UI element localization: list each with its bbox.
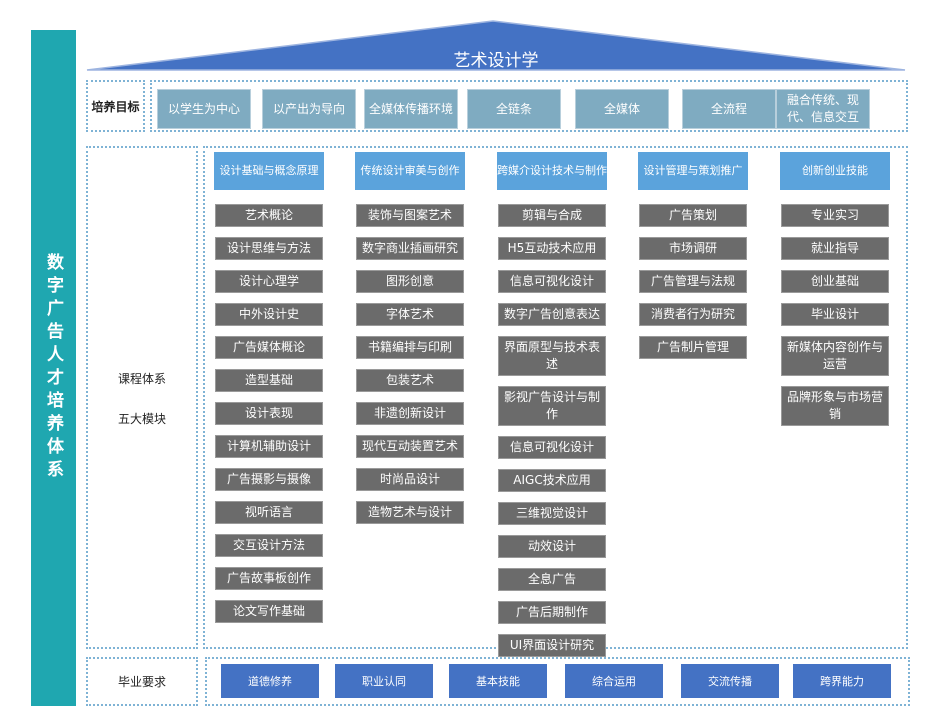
requirement-item: 基本技能	[449, 664, 547, 698]
course-item: 非遗创新设计	[356, 402, 464, 425]
course-item: 广告管理与法规	[639, 270, 747, 293]
sidebar-title-bar: 数字广告人才培养体系	[31, 30, 76, 706]
course-item: 时尚品设计	[356, 468, 464, 491]
course-item: 创业基础	[781, 270, 889, 293]
course-item: 艺术概论	[215, 204, 323, 227]
graduation-panel: 道德修养职业认同基本技能综合运用交流传播跨界能力	[205, 657, 910, 706]
course-item: 造型基础	[215, 369, 323, 392]
course-item: 字体艺术	[356, 303, 464, 326]
goal-item: 融合传统、现代、信息交互	[776, 89, 870, 129]
course-item: 视听语言	[215, 501, 323, 524]
goal-item: 全链条	[467, 89, 561, 129]
course-item: 三维视觉设计	[498, 502, 606, 525]
requirement-item: 职业认同	[335, 664, 433, 698]
course-item: 图形创意	[356, 270, 464, 293]
course-item: 现代互动装置艺术	[356, 435, 464, 458]
course-item: AIGC技术应用	[498, 469, 606, 492]
modules-panel: 设计基础与概念原理艺术概论设计思维与方法设计心理学中外设计史广告媒体概论造型基础…	[203, 146, 908, 657]
course-item: 剪辑与合成	[498, 204, 606, 227]
goal-item: 以学生为中心	[157, 89, 251, 129]
roof-banner	[86, 20, 906, 71]
course-item: 设计心理学	[215, 270, 323, 293]
course-item: 设计表现	[215, 402, 323, 425]
course-item: 数字商业插画研究	[356, 237, 464, 260]
course-item: 全息广告	[498, 568, 606, 591]
module-header: 传统设计审美与创作	[355, 152, 465, 190]
goal-item: 全媒体	[575, 89, 669, 129]
course-item: 数字广告创意表达	[498, 303, 606, 326]
requirement-item: 跨界能力	[793, 664, 891, 698]
course-item: 动效设计	[498, 535, 606, 558]
course-item: 就业指导	[781, 237, 889, 260]
course-item: 专业实习	[781, 204, 889, 227]
goals-panel: 以学生为中心以产出为导向全媒体传播环境全链条全媒体全流程融合传统、现代、信息交互	[150, 80, 908, 132]
course-item: 品牌形象与市场营销	[781, 386, 889, 426]
modules-label: 五大模块	[117, 412, 166, 426]
module-column: 设计基础与概念原理艺术概论设计思维与方法设计心理学中外设计史广告媒体概论造型基础…	[214, 152, 324, 633]
course-item: H5互动技术应用	[498, 237, 606, 260]
requirement-item: 综合运用	[565, 664, 663, 698]
module-column: 跨媒介设计技术与制作剪辑与合成 H5互动技术应用信息可视化设计数字广告创意表达界面…	[497, 152, 607, 667]
module-column: 创新创业技能专业实习就业指导创业基础毕业设计新媒体内容创作与运营品牌形象与市场营…	[780, 152, 890, 436]
course-item: 装饰与图案艺术	[356, 204, 464, 227]
goal-item: 全媒体传播环境	[364, 89, 458, 129]
main-title: 艺术设计学	[453, 51, 539, 71]
course-item: 论文写作基础	[215, 600, 323, 623]
requirement-item: 道德修养	[221, 664, 319, 698]
curriculum-label-panel: 课程体系 五大模块	[86, 146, 198, 649]
goal-item: 以产出为导向	[262, 89, 356, 129]
course-item: 交互设计方法	[215, 534, 323, 557]
course-item: 广告后期制作	[498, 601, 606, 624]
sidebar-title: 数字广告人才培养体系	[43, 253, 63, 483]
course-item: 广告制片管理	[639, 336, 747, 359]
curriculum-label: 课程体系	[117, 372, 166, 386]
graduation-label: 毕业要求	[86, 657, 198, 706]
course-item: 新媒体内容创作与运营	[781, 336, 889, 376]
goal-item: 全流程	[682, 89, 776, 129]
course-item: 广告摄影与摄像	[215, 468, 323, 491]
course-item: 市场调研	[639, 237, 747, 260]
module-header: 设计管理与策划推广	[638, 152, 748, 190]
course-item: 造物艺术与设计	[356, 501, 464, 524]
course-item: 设计思维与方法	[215, 237, 323, 260]
course-item: 广告策划	[639, 204, 747, 227]
course-item: 信息可视化设计	[498, 270, 606, 293]
course-item: 计算机辅助设计	[215, 435, 323, 458]
course-item: UI界面设计研究	[498, 634, 606, 657]
course-item: 影视广告设计与制作	[498, 386, 606, 426]
course-item: 消费者行为研究	[639, 303, 747, 326]
course-item: 包装艺术	[356, 369, 464, 392]
course-item: 书籍编排与印刷	[356, 336, 464, 359]
course-item: 广告故事板创作	[215, 567, 323, 590]
requirement-item: 交流传播	[681, 664, 779, 698]
module-column: 传统设计审美与创作装饰与图案艺术数字商业插画研究图形创意字体艺术书籍编排与印刷包…	[355, 152, 465, 534]
course-item: 中外设计史	[215, 303, 323, 326]
course-item: 信息可视化设计	[498, 436, 606, 459]
module-header: 创新创业技能	[780, 152, 890, 190]
course-item: 广告媒体概论	[215, 336, 323, 359]
module-header: 跨媒介设计技术与制作	[497, 152, 607, 190]
module-column: 设计管理与策划推广广告策划市场调研广告管理与法规消费者行为研究广告制片管理	[638, 152, 748, 369]
module-header: 设计基础与概念原理	[214, 152, 324, 190]
course-item: 界面原型与技术表述	[498, 336, 606, 376]
goals-label: 培养目标	[86, 80, 145, 132]
course-item: 毕业设计	[781, 303, 889, 326]
